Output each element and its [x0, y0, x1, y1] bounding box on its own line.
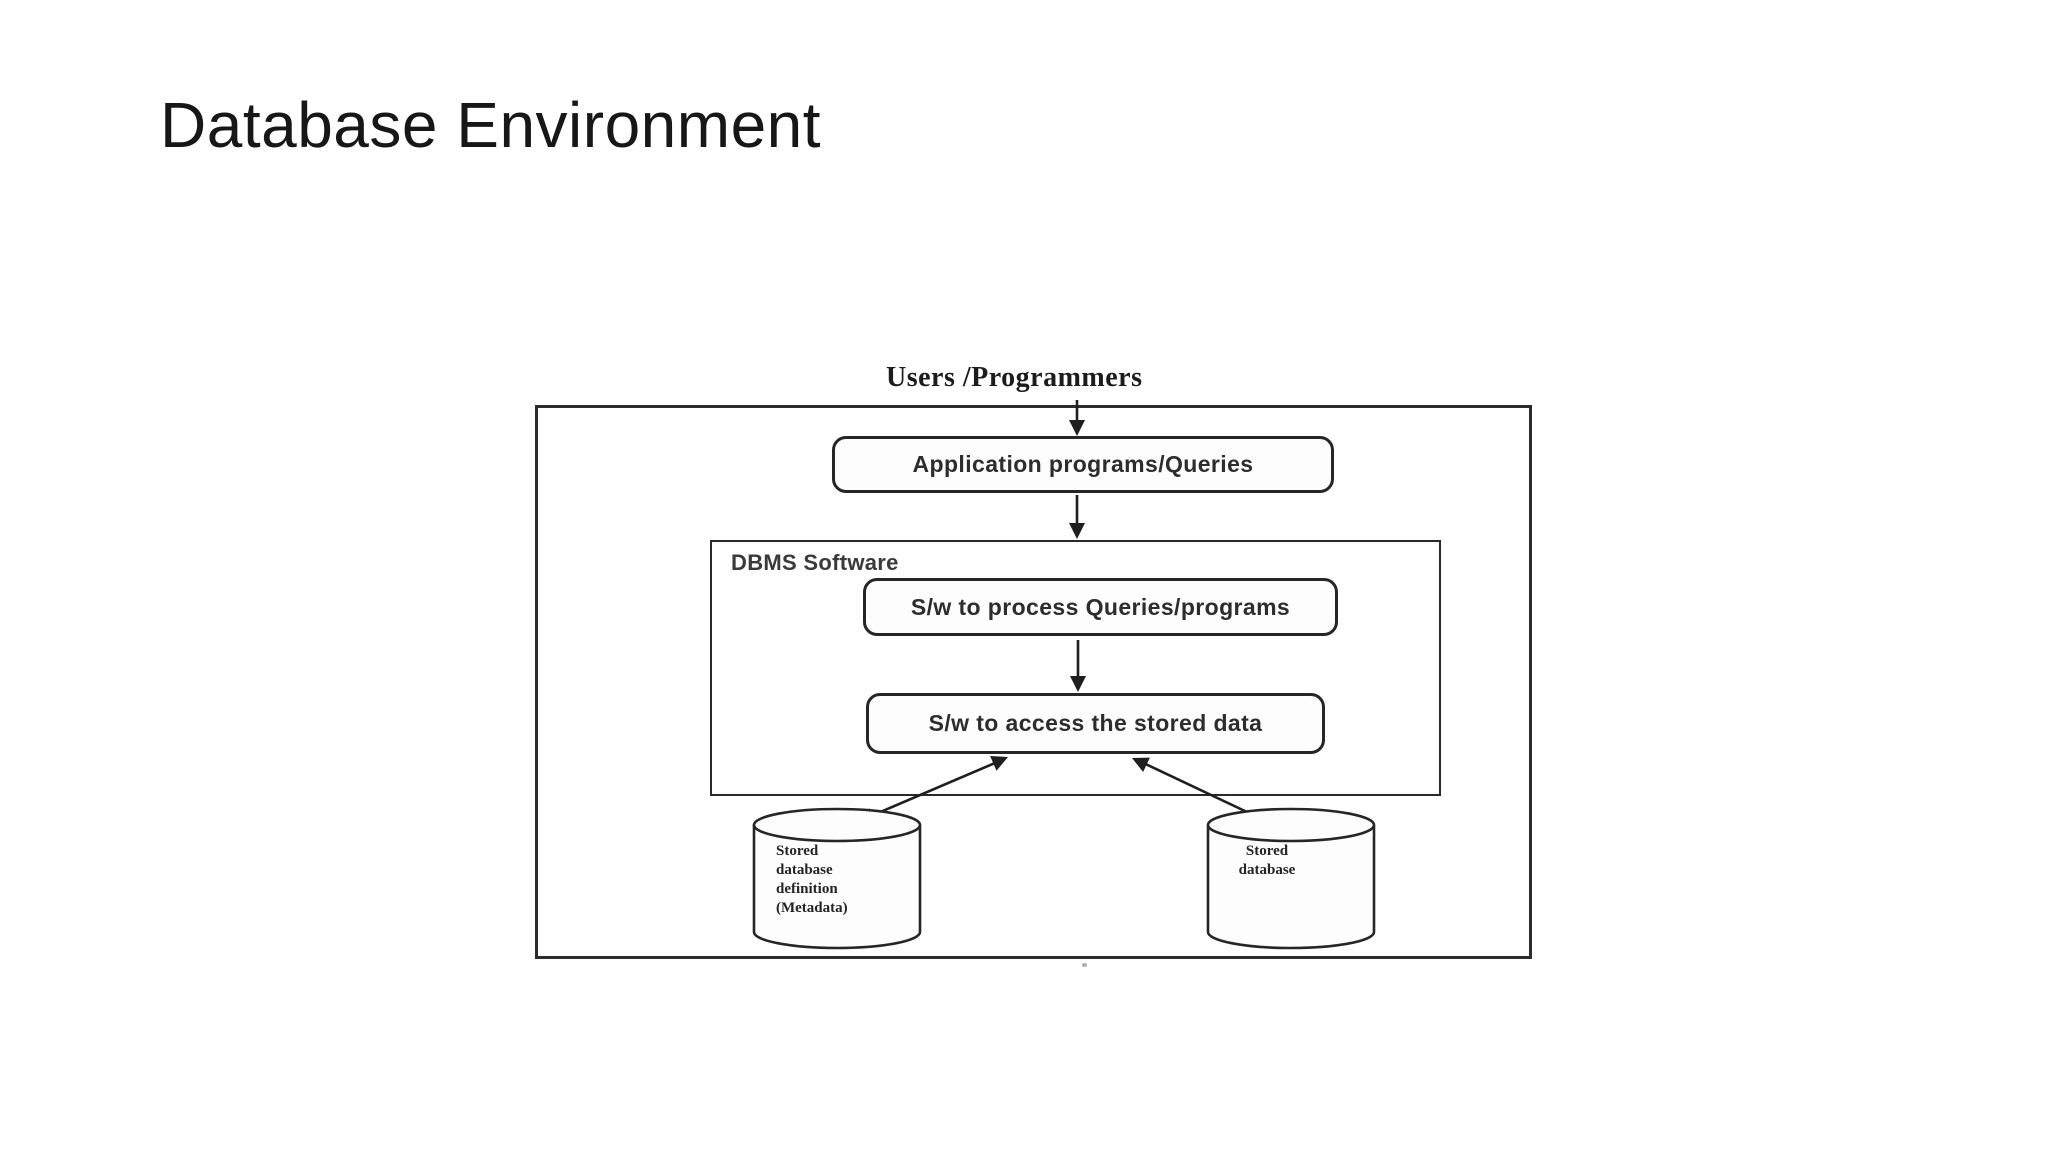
slide-title: Database Environment: [160, 89, 822, 161]
metadata-cylinder-icon: [752, 807, 922, 950]
users-programmers-label: Users /Programmers: [886, 362, 1143, 393]
scan-artifact-dot: [1082, 963, 1087, 967]
process-queries-label: S/w to process Queries/programs: [910, 593, 1291, 620]
stored-database-cylinder-label: Stored database: [1238, 843, 1296, 878]
application-programs-label: Application programs/Queries: [912, 451, 1254, 477]
application-programs-box: Application programs/Queries: [832, 436, 1334, 493]
access-stored-data-box: S/w to access the stored data: [866, 693, 1325, 754]
dbms-software-label: DBMS Software: [731, 550, 899, 575]
dbms-software-box: DBMS Software: [710, 540, 1441, 796]
stored-database-cylinder-icon: [1206, 807, 1376, 950]
process-queries-box: S/w to process Queries/programs: [863, 578, 1338, 636]
access-stored-data-label: S/w to access the stored data: [928, 710, 1263, 736]
metadata-cylinder-label: Stored database definition (Metadata): [776, 843, 848, 916]
